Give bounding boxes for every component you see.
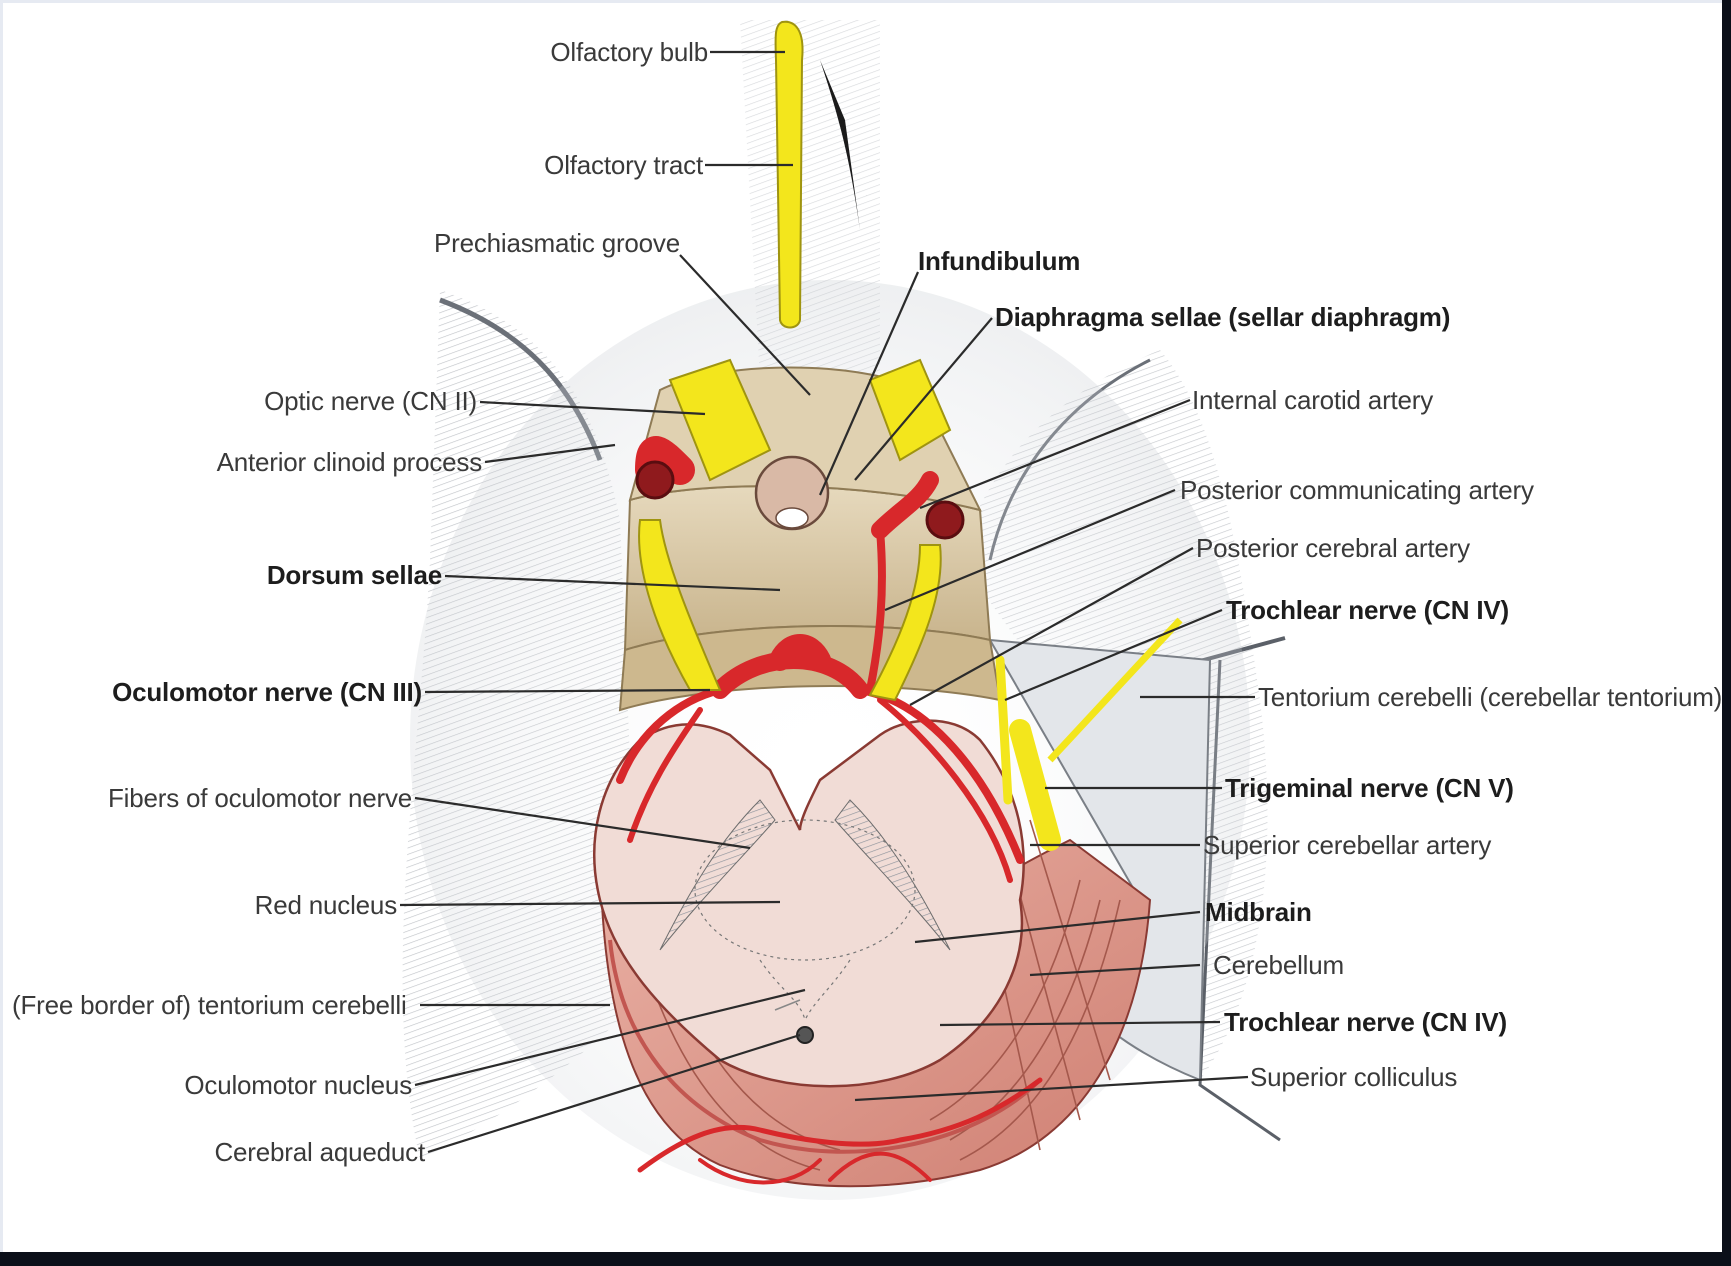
- frame-edge-right: [1722, 0, 1731, 1266]
- label-trochlear-nerve-upper: Trochlear nerve (CN IV): [1226, 595, 1509, 625]
- label-superior-colliculus: Superior colliculus: [1250, 1062, 1457, 1092]
- internal-carotid-right: [927, 502, 963, 538]
- label-prechiasmatic-groove: Prechiasmatic groove: [380, 228, 680, 258]
- label-oculomotor-nerve: Oculomotor nerve (CN III): [80, 677, 422, 707]
- label-superior-cerebellar-artery: Superior cerebellar artery: [1203, 830, 1491, 860]
- label-optic-nerve: Optic nerve (CN II): [180, 386, 477, 416]
- label-oculomotor-nucleus: Oculomotor nucleus: [130, 1070, 412, 1100]
- label-diaphragma-sellae: Diaphragma sellae (sellar diaphragm): [995, 302, 1450, 332]
- label-midbrain: Midbrain: [1205, 897, 1312, 927]
- label-olfactory-tract: Olfactory tract: [430, 150, 703, 180]
- label-posterior-communicating-artery: Posterior communicating artery: [1180, 475, 1534, 505]
- label-trochlear-nerve-lower: Trochlear nerve (CN IV): [1224, 1007, 1507, 1037]
- label-cerebellum: Cerebellum: [1213, 950, 1344, 980]
- label-red-nucleus: Red nucleus: [200, 890, 397, 920]
- label-olfactory-bulb: Olfactory bulb: [440, 37, 708, 67]
- label-fibers-oculomotor-nerve: Fibers of oculomotor nerve: [80, 783, 412, 813]
- olfactory-tract-shape: [776, 22, 803, 328]
- label-tentorium-cerebelli: Tentorium cerebelli (cerebellar tentoriu…: [1258, 682, 1722, 712]
- label-cerebral-aqueduct: Cerebral aqueduct: [150, 1137, 425, 1167]
- label-trigeminal-nerve: Trigeminal nerve (CN V): [1225, 773, 1514, 803]
- label-posterior-cerebral-artery: Posterior cerebral artery: [1196, 533, 1470, 563]
- frame-edge-bottom: [0, 1252, 1731, 1266]
- label-anterior-clinoid-process: Anterior clinoid process: [150, 447, 482, 477]
- label-infundibulum: Infundibulum: [918, 246, 1080, 276]
- label-dorsum-sellae: Dorsum sellae: [180, 560, 442, 590]
- label-free-border-tentorium: (Free border of) tentorium cerebelli: [12, 990, 407, 1020]
- label-internal-carotid-artery: Internal carotid artery: [1192, 385, 1433, 415]
- internal-carotid-left: [637, 462, 673, 498]
